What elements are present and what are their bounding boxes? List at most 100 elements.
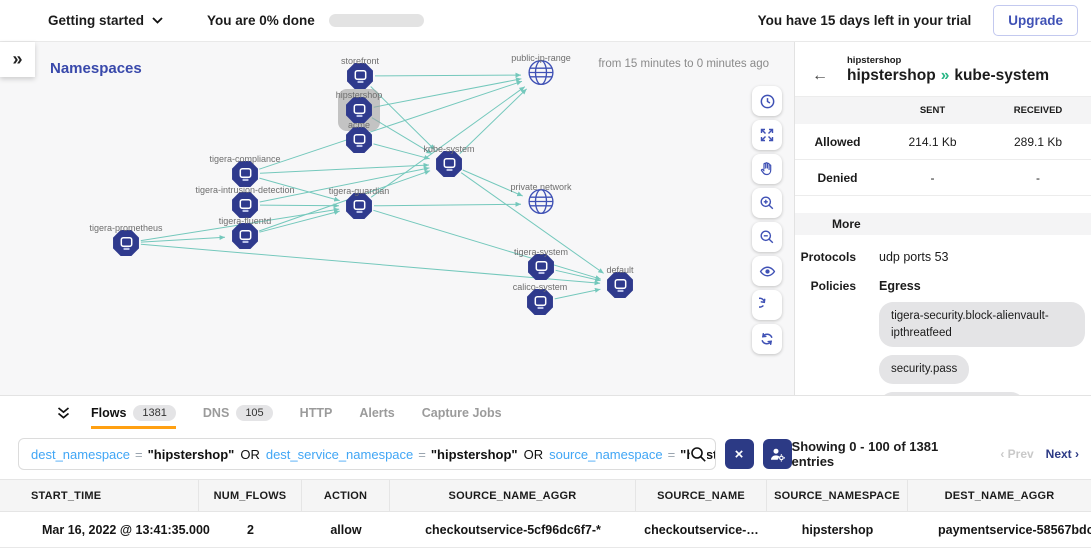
progress-label: You are 0% done: [207, 13, 315, 28]
graph-node-tigera-intrusion-detection[interactable]: [232, 192, 259, 219]
policies-row: Policies Egress tigera-security.block-al…: [795, 279, 1091, 395]
graph-node-label: hipstershop: [335, 90, 383, 100]
detail-eyebrow: hipstershop: [847, 55, 902, 66]
flows-count-badge: 1381: [133, 404, 176, 421]
graph-node-hipstershop[interactable]: [346, 97, 373, 124]
graph-node-label: private network: [510, 182, 572, 192]
graph-node-calico-system[interactable]: [527, 289, 554, 316]
stats-col-received: RECEIVED: [1013, 105, 1063, 116]
filter-row: dest_namespace = "hipstershop" OR dest_s…: [0, 429, 1091, 479]
expand-button[interactable]: [752, 120, 782, 150]
graph-node-label: tigera-system: [513, 247, 569, 257]
user-gear-icon: [770, 448, 785, 461]
protocols-row: Protocols udp ports 53: [795, 250, 1091, 264]
refresh-button[interactable]: [752, 324, 782, 354]
clock-icon: [759, 93, 776, 110]
graph-title: Namespaces: [50, 60, 142, 77]
col-source-name: SOURCE_NAME: [636, 480, 767, 511]
table-row[interactable]: Mar 16, 2022 @ 13:41:35.000 2 allow chec…: [0, 512, 1091, 548]
tab-alerts[interactable]: Alerts: [359, 405, 395, 420]
traffic-stats-table: SENT RECEIVED Allowed 214.1 Kb 289.1 Kb …: [795, 96, 1091, 196]
graph-node-default[interactable]: [607, 272, 634, 299]
eye-icon: [759, 263, 776, 280]
clear-filter-button[interactable]: ×: [724, 439, 754, 469]
col-start-time: START_TIME: [0, 480, 199, 511]
search-icon: [689, 446, 707, 466]
undo-button[interactable]: [752, 290, 782, 320]
detail-header: ← hipstershop»kube-system: [812, 67, 1091, 85]
stats-row-denied: Denied - -: [795, 160, 1091, 196]
user-filter-settings-button[interactable]: [762, 439, 792, 469]
egress-label: Egress: [879, 279, 921, 293]
breadcrumb-separator-icon: »: [940, 67, 950, 84]
col-action: ACTION: [302, 480, 390, 511]
graph-node-tigera-prometheus[interactable]: [113, 230, 140, 257]
zoom-out-button[interactable]: [752, 222, 782, 252]
graph-node-tigera-guardian[interactable]: [346, 193, 373, 220]
chevron-down-icon: [152, 17, 163, 24]
time-range-label: from 15 minutes to 0 minutes ago: [598, 58, 769, 70]
policy-pill: tigera-security.block-alienvault-ipthrea…: [879, 302, 1085, 348]
graph-node-label: tigera-fluentd: [218, 216, 272, 226]
clock-button[interactable]: [752, 86, 782, 116]
tab-capture-jobs[interactable]: Capture Jobs: [421, 405, 502, 420]
col-dest-name-aggr: DEST_NAME_AGGR: [944, 489, 1055, 502]
tab-http[interactable]: HTTP: [299, 405, 333, 420]
graph-node-public-ip-range[interactable]: [526, 57, 557, 93]
expand-left-panel-button[interactable]: »: [0, 42, 35, 77]
policy-pill: platform.allow-kube-dns: [879, 392, 1026, 395]
next-page-button[interactable]: Next ›: [1045, 447, 1080, 461]
graph-node-label: calico-system: [512, 282, 568, 292]
close-icon: ×: [734, 445, 744, 463]
graph-node-storefront[interactable]: [347, 63, 374, 90]
eye-button[interactable]: [752, 256, 782, 286]
detail-source: hipstershop: [847, 67, 936, 84]
tabs-row: Flows 1381 DNS 105 HTTP Alerts Capture J…: [0, 396, 1091, 429]
policy-pills: tigera-security.block-alienvault-ipthrea…: [879, 302, 1091, 395]
undo-icon: [759, 297, 775, 313]
graph-node-private-network[interactable]: [526, 186, 557, 222]
pan-icon: [759, 161, 775, 177]
zoom-in-button[interactable]: [752, 188, 782, 218]
top-bar: Getting started You are 0% done You have…: [0, 0, 1091, 42]
graph-node-tigera-fluentd[interactable]: [232, 223, 259, 250]
graph-node-acme[interactable]: [346, 127, 373, 154]
showing-entries-text: Showing 0 - 100 of 1381 entries: [791, 439, 939, 469]
graph-node-label: tigera-compliance: [209, 154, 281, 164]
trial-days-text: You have 15 days left in your trial: [757, 13, 972, 28]
graph-node-tigera-compliance[interactable]: [232, 161, 259, 188]
col-source-namespace: SOURCE_NAMESPACE: [767, 480, 908, 511]
tab-dns[interactable]: DNS 105: [203, 396, 273, 429]
getting-started-menu[interactable]: Getting started: [48, 13, 163, 28]
col-source-name-aggr: SOURCE_NAME_AGGR: [390, 480, 636, 511]
detail-title: hipstershop»kube-system: [847, 67, 1049, 85]
stats-row-allowed: Allowed 214.1 Kb 289.1 Kb: [795, 124, 1091, 160]
pan-button[interactable]: [752, 154, 782, 184]
detail-dest: kube-system: [954, 67, 1050, 84]
zoom-out-icon: [759, 229, 775, 245]
bottom-panel: Flows 1381 DNS 105 HTTP Alerts Capture J…: [0, 395, 1091, 551]
graph-node-label: tigera-intrusion-detection: [195, 185, 295, 195]
getting-started-label: Getting started: [48, 13, 145, 28]
filter-query-input[interactable]: dest_namespace = "hipstershop" OR dest_s…: [18, 438, 716, 470]
protocols-value: udp ports 53: [879, 250, 949, 264]
graph-node-kube-system[interactable]: [436, 151, 463, 178]
graph-node-label: public-ip-range: [511, 53, 571, 63]
stats-col-sent: SENT: [919, 105, 946, 116]
more-section-header: More: [795, 213, 1091, 235]
graph-toolbar: [752, 86, 782, 354]
graph-node-tigera-system[interactable]: [528, 254, 555, 281]
collapse-panel-icon[interactable]: [56, 406, 71, 420]
graph-node-label: kube-system: [423, 144, 475, 154]
graph-node-label: tigera-guardian: [328, 186, 390, 196]
graph-node-label: tigera-prometheus: [89, 223, 163, 233]
upgrade-button[interactable]: Upgrade: [993, 5, 1078, 36]
col-num-flows: NUM_FLOWS: [199, 480, 302, 511]
tab-flows[interactable]: Flows 1381: [91, 396, 176, 429]
dns-count-badge: 105: [236, 404, 273, 421]
graph-edges: [140, 72, 604, 300]
expand-icon: [759, 127, 775, 143]
prev-page-button: ‹ Prev: [1000, 447, 1034, 461]
zoom-in-icon: [759, 195, 775, 211]
back-arrow-icon[interactable]: ←: [812, 67, 847, 85]
